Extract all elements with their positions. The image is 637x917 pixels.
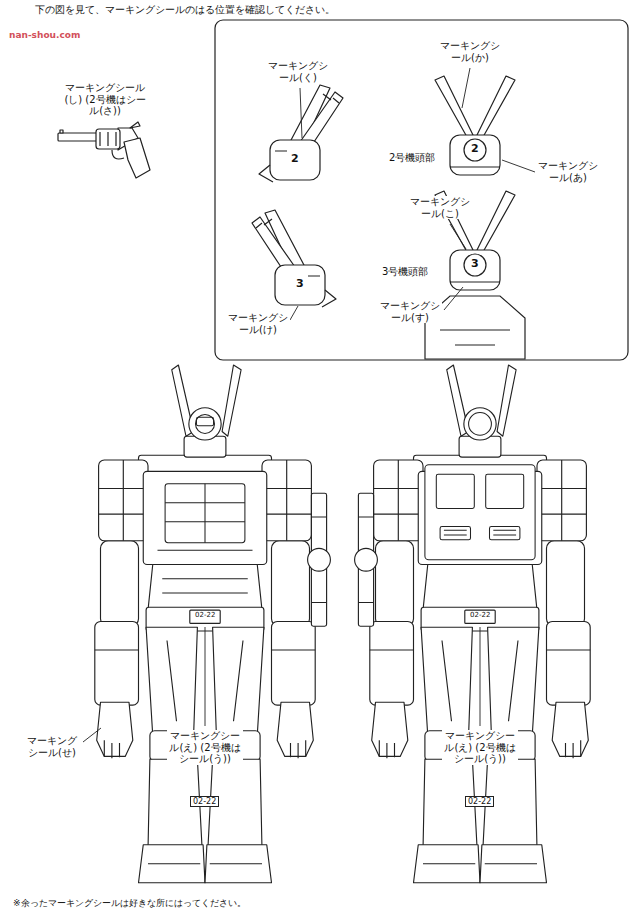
- unit-number: 3: [471, 258, 479, 271]
- sticker-callout: マーキングシール(く): [266, 60, 330, 83]
- part-name: 2号機頭部: [388, 152, 436, 164]
- unit3-head-side: [252, 210, 336, 307]
- sticker-callout: マーキングシール(せ): [22, 735, 82, 758]
- plate-number: 02-22: [194, 611, 216, 619]
- sticker-callout: マーキングシール(え) (2号機はシール(う)): [442, 730, 518, 765]
- plate-number: 02-22: [469, 611, 491, 619]
- sticker-callout: マーキングシール(け): [226, 312, 290, 335]
- robot-front: [95, 365, 331, 883]
- plate-number: 02-22: [465, 796, 494, 807]
- sticker-callout: マーキングシール(す): [378, 300, 442, 323]
- sticker-callout: マーキングシール(あ): [536, 160, 600, 183]
- unit-number: 2: [291, 153, 299, 166]
- robot-back: [355, 365, 591, 883]
- unit-number: 3: [296, 278, 304, 291]
- leader-lines: [83, 68, 535, 742]
- unit2-head-side: [259, 85, 343, 182]
- plate-number: 02-22: [190, 796, 219, 807]
- footnote: ※余ったマーキングシールは好きな所にはってください。: [12, 898, 247, 908]
- part-name: 3号機頭部: [381, 266, 429, 278]
- sticker-callout: マーキングシール(か): [438, 40, 502, 63]
- sticker-callout: マーキングシール(え) (2号機はシール(う)): [167, 730, 243, 765]
- sticker-callout: マーキングシール(し) (2号機はシール(さ)): [62, 82, 148, 117]
- instruction-heading: 下の図を見て、マーキングシールのはる位置を確認してください。: [34, 4, 336, 16]
- unit-number: 2: [471, 143, 479, 156]
- sticker-callout: マーキングシール(こ): [408, 196, 472, 219]
- revolver: [58, 122, 150, 178]
- watermark: nan-shou.com: [8, 30, 81, 40]
- inset-frame: [215, 20, 628, 360]
